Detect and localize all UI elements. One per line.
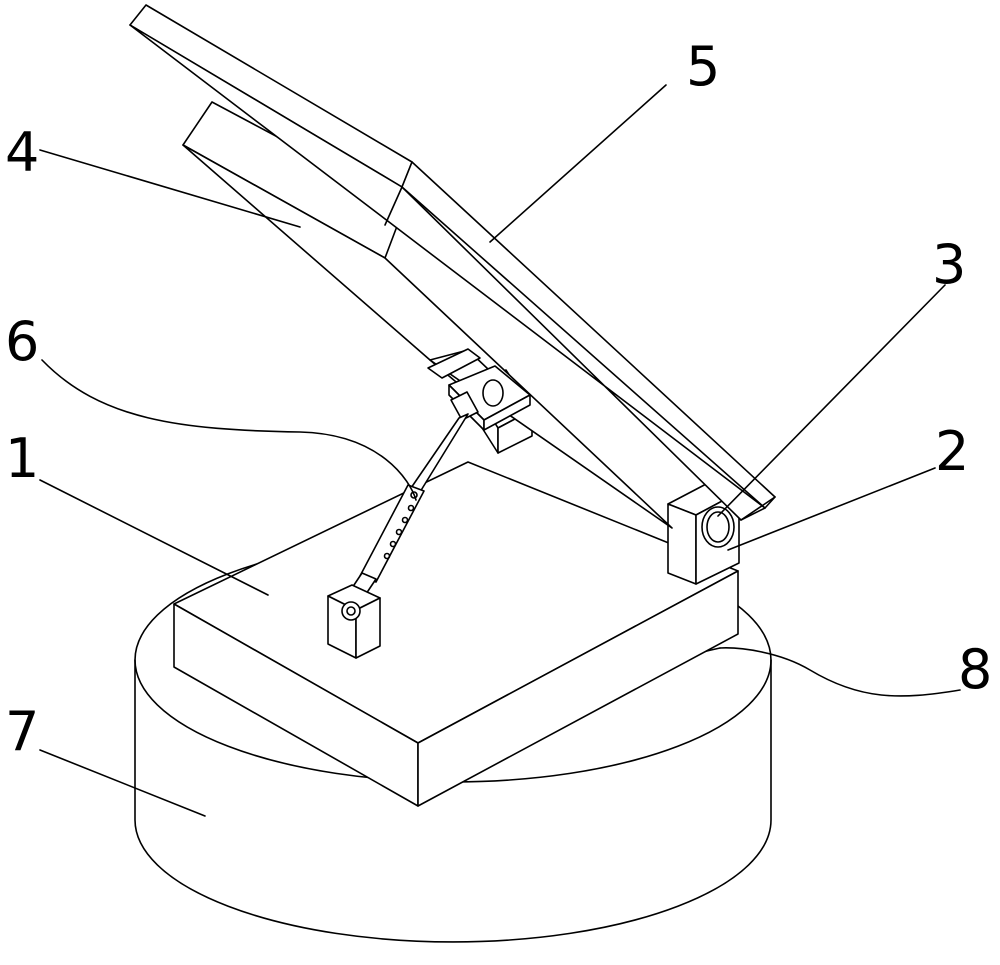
label-7: 7 — [5, 700, 40, 763]
rod-mount — [327, 584, 381, 659]
label-3: 3 — [932, 233, 967, 296]
label-5: 5 — [686, 35, 721, 98]
label-8: 8 — [958, 638, 993, 701]
label-2: 2 — [935, 420, 970, 483]
leader-lines — [39, 84, 961, 817]
label-4: 4 — [5, 121, 40, 184]
label-1: 1 — [5, 427, 40, 490]
solar-panel — [129, 4, 776, 521]
label-6: 6 — [5, 310, 40, 373]
support-rod — [343, 391, 479, 607]
mounting-block — [173, 461, 739, 807]
